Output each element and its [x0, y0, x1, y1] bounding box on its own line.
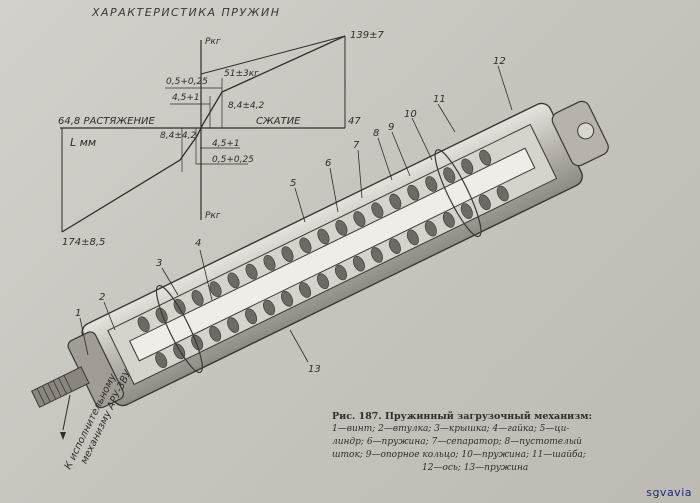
output-arrow-line	[62, 394, 71, 431]
washer-ring	[434, 149, 482, 238]
figure-caption: Рис. 187. Пружинный загрузочный механизм…	[332, 410, 632, 475]
spring-coils-upper	[137, 149, 492, 333]
part-1: 1	[75, 308, 81, 319]
watermark: sgvavia	[646, 486, 692, 499]
caption-legend-3: шток; 9—опорное кольцо; 10—пружина; 11—ш…	[332, 450, 586, 460]
part-10: 10	[404, 109, 417, 120]
part-number-labels: 1 2 3 4 5 6 7 8 9 10 11 12 13	[75, 56, 506, 375]
dim-84-right: 8,4±4,2	[228, 101, 264, 111]
y-axis-label-bottom: Pкг	[205, 211, 221, 221]
screw-threads	[36, 375, 73, 405]
caption-title: Рис. 187. Пружинный загрузочный механизм…	[332, 411, 593, 422]
caption-legend-2: линдр; 6—пружина; 7—сепаратор; 8—пустоте…	[332, 437, 582, 447]
part-6: 6	[325, 158, 331, 169]
axle-hole	[577, 122, 595, 140]
x-axis-label: L мм	[70, 136, 96, 149]
dim-51: 51±3кг	[224, 69, 259, 79]
hollow-rod	[128, 147, 536, 362]
part-2: 2	[99, 292, 105, 303]
output-arrow-head	[60, 432, 66, 440]
part-9: 9	[388, 122, 394, 133]
part-8: 8	[373, 128, 379, 139]
dim-05-bottom: 0,5+0,25	[212, 155, 254, 165]
part-12: 12	[493, 56, 506, 67]
part-11: 11	[433, 94, 446, 105]
part-5: 5	[290, 178, 296, 189]
characteristic-curve	[61, 35, 346, 233]
support-ring	[155, 285, 203, 373]
dim-45-bottom: 4,5+1	[212, 139, 240, 149]
dim-05-top: 0,5+0,25	[166, 77, 208, 87]
compression-label: СЖАТИЕ	[256, 116, 301, 127]
part-4: 4	[195, 238, 201, 249]
bottom-left-value: 174±8,5	[62, 237, 105, 248]
leader-lines	[79, 65, 513, 363]
caption-legend-4: 12—ось; 13—пружина	[422, 463, 529, 473]
chart-title: ХАРАКТЕРИСТИКА ПРУЖИН	[92, 6, 281, 19]
dim-45-top: 4,5+1	[172, 93, 200, 103]
part-13: 13	[308, 364, 321, 375]
part-3: 3	[156, 258, 162, 269]
upper-diagonal	[200, 35, 346, 75]
y-axis-label-top: Pкг	[205, 37, 221, 47]
right-value: 47	[348, 116, 361, 127]
tension-label: 64,8 РАСТЯЖЕНИЕ	[58, 116, 155, 127]
top-right-value: 139±7	[350, 30, 384, 41]
dim-84-left: 8,4±4,2	[160, 131, 196, 141]
part-7: 7	[353, 140, 360, 151]
threaded-screw	[30, 366, 90, 408]
spring-coils-lower	[155, 185, 509, 368]
caption-legend-1: 1—винт; 2—втулка; 3—крышка; 4—гайка; 5—ц…	[332, 424, 570, 434]
